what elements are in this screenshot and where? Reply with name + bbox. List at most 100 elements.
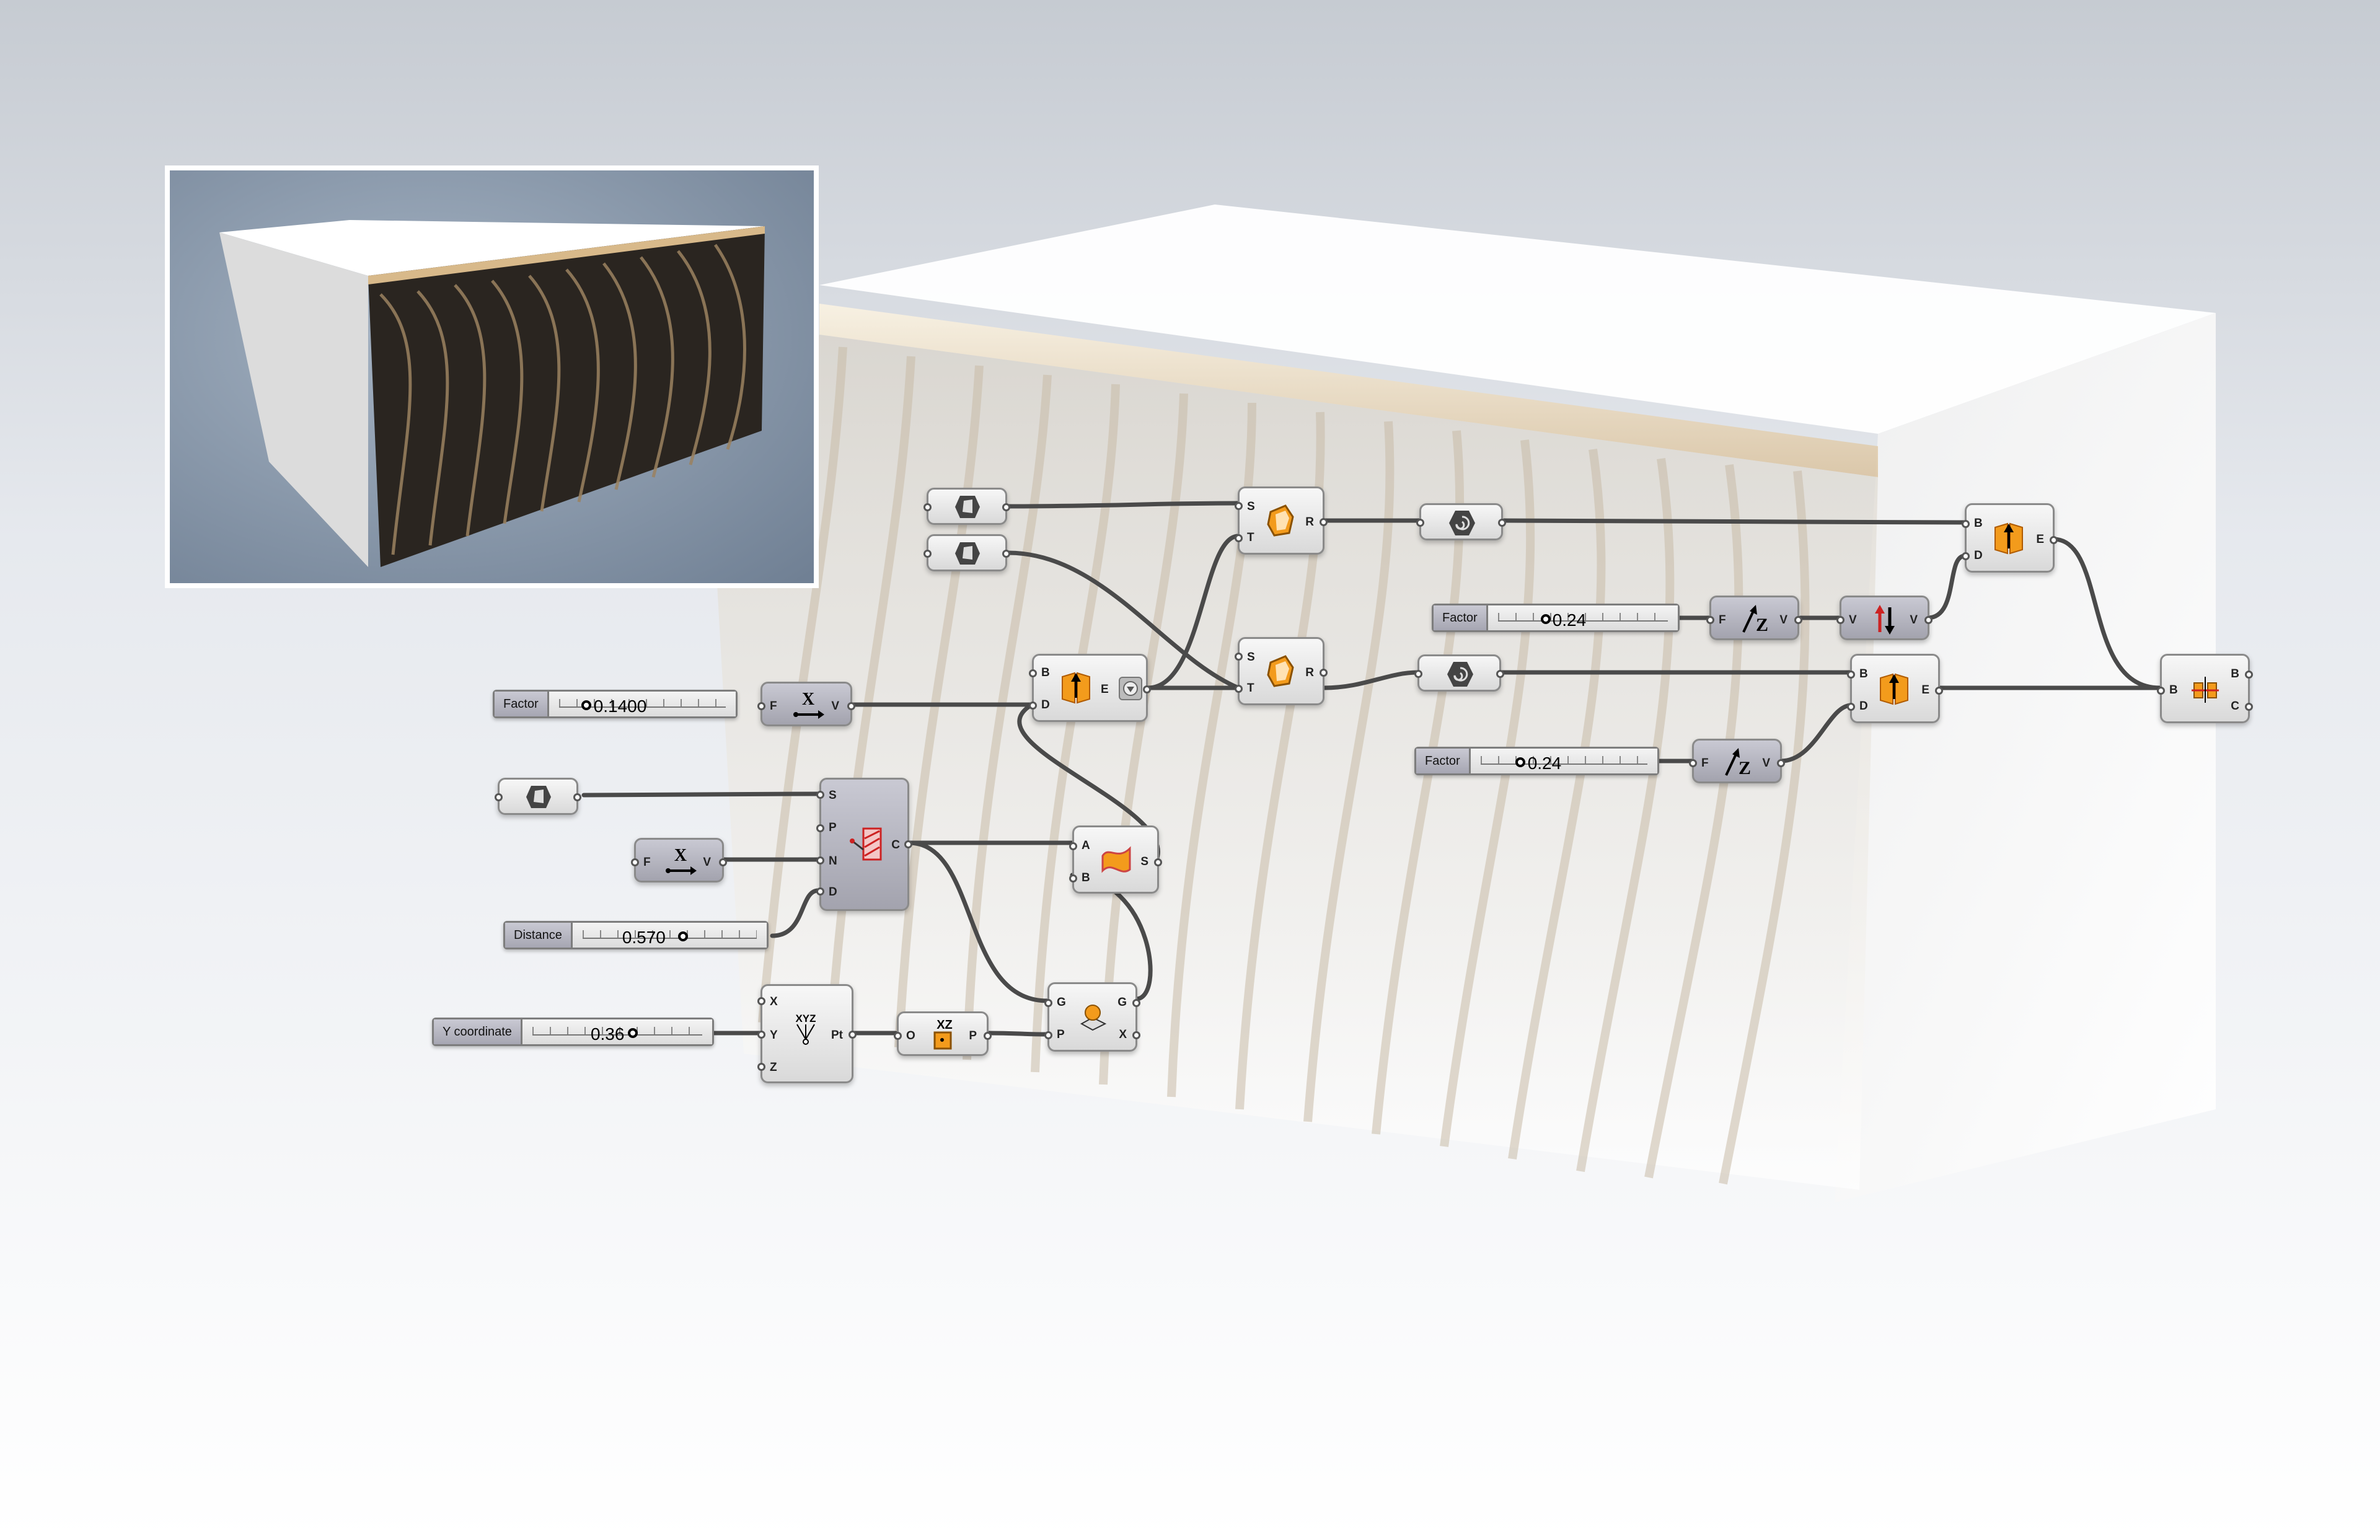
slider-track[interactable]: 0.24 xyxy=(1488,605,1678,630)
port-label: Pt xyxy=(831,1029,843,1042)
y-coordinate-slider[interactable]: Y coordinate 0.36 xyxy=(432,1018,714,1046)
surface-hex-icon xyxy=(1447,509,1477,537)
port-label: R xyxy=(1305,666,1314,679)
wire xyxy=(770,888,821,938)
wire xyxy=(1925,553,1967,620)
slider-label: Distance xyxy=(505,923,573,948)
port-label: B xyxy=(2231,667,2239,680)
wire xyxy=(581,791,821,798)
port-label: E xyxy=(1101,683,1109,696)
orient-component[interactable]: G P G X xyxy=(1044,982,1140,1052)
port-label: G xyxy=(1117,996,1127,1009)
brep-param-1[interactable] xyxy=(923,488,1010,525)
wire xyxy=(986,1031,1050,1037)
slider-knob[interactable] xyxy=(581,700,591,710)
port-label: V xyxy=(703,856,711,869)
port-label: S xyxy=(1247,651,1255,664)
port-label: F xyxy=(1719,614,1726,627)
port-label: E xyxy=(1921,684,1929,697)
unit-x-component-2[interactable]: F X V xyxy=(631,838,727,882)
solid-union-icon xyxy=(2188,671,2223,708)
contour-component[interactable]: S P N D C xyxy=(816,778,912,911)
port-label: P xyxy=(1057,1028,1065,1041)
distance-slider[interactable]: Distance 0.570 xyxy=(503,921,769,949)
xz-glyph: XZ xyxy=(937,1018,953,1032)
port-label: B xyxy=(1082,871,1090,884)
unit-x-icon: X xyxy=(790,687,827,724)
slider-knob[interactable] xyxy=(1540,614,1551,624)
contour-icon xyxy=(848,823,886,866)
slider-label: Factor xyxy=(1416,749,1471,773)
slider-track[interactable]: 0.24 xyxy=(1470,749,1657,773)
factor-slider-top[interactable]: Factor 0.24 xyxy=(1432,604,1680,632)
port-label: X xyxy=(770,995,778,1008)
surface-param-bottom[interactable] xyxy=(1414,654,1504,692)
brep-param-3[interactable] xyxy=(495,778,581,815)
xz-plane-component[interactable]: O XZ P xyxy=(894,1011,992,1056)
orient-icon xyxy=(1074,998,1111,1035)
extrude-icon xyxy=(1991,520,2026,557)
unit-z-component-top[interactable]: F Z V xyxy=(1706,596,1802,640)
slider-label: Factor xyxy=(495,692,549,716)
port-label: S xyxy=(829,789,837,802)
brep-icon xyxy=(953,541,982,566)
solid-union-component[interactable]: B B C xyxy=(2157,654,2253,723)
sweep-component-top[interactable]: S T R xyxy=(1235,486,1328,555)
inset-render-preview xyxy=(165,165,819,588)
slider-value: 0.24 xyxy=(1527,754,1562,773)
slider-knob[interactable] xyxy=(1515,757,1525,767)
port-label: C xyxy=(891,838,900,851)
unit-x-glyph: X xyxy=(674,846,687,865)
unit-z-glyph: Z xyxy=(1739,758,1751,778)
slider-track[interactable]: 0.570 xyxy=(572,923,767,948)
port-label: F xyxy=(770,700,777,713)
slider-track[interactable]: 0.36 xyxy=(522,1019,712,1044)
factor-slider-bottom[interactable]: Factor 0.24 xyxy=(1414,747,1659,775)
brep-param-2[interactable] xyxy=(923,534,1010,571)
extrude-component-top[interactable]: B D E xyxy=(1962,503,2058,573)
port-label: Z xyxy=(770,1061,777,1074)
sweep-icon xyxy=(1263,502,1298,539)
unit-z-component-bottom[interactable]: F Z V xyxy=(1689,739,1785,783)
port-label: S xyxy=(1140,855,1148,868)
port-label: D xyxy=(1974,549,1983,562)
extrude-component-left[interactable]: B D E xyxy=(1029,654,1151,722)
port-label: S xyxy=(1247,500,1255,513)
slider-knob[interactable] xyxy=(677,931,688,941)
port-label: O xyxy=(906,1029,915,1042)
expand-down-icon[interactable] xyxy=(1119,677,1142,700)
reverse-vector-component[interactable]: V V xyxy=(1836,596,1933,640)
loft-component[interactable]: A B S xyxy=(1069,825,1162,894)
wire xyxy=(1145,534,1241,690)
sweep-component-bottom[interactable]: S T R xyxy=(1235,637,1328,705)
loft-icon xyxy=(1098,841,1135,878)
port-label: V xyxy=(831,700,839,713)
construct-point-component[interactable]: X Y Z XYZ Pt xyxy=(757,984,857,1083)
slider-knob[interactable] xyxy=(627,1028,638,1038)
unit-z-glyph: Z xyxy=(1756,615,1768,635)
port-label: P xyxy=(829,821,837,834)
render-image xyxy=(219,220,765,567)
slider-value: 0.36 xyxy=(590,1024,625,1044)
sweep-icon xyxy=(1263,653,1298,690)
slider-track[interactable]: 0.1400 xyxy=(549,692,736,716)
surface-param-top[interactable] xyxy=(1416,503,1506,540)
brep-icon xyxy=(524,785,553,809)
unit-x-glyph: X xyxy=(802,690,814,709)
wire xyxy=(1005,550,1241,690)
factor-slider-x[interactable]: Factor 0.1400 xyxy=(493,690,738,718)
extrude-component-bottom[interactable]: B D E xyxy=(1847,654,1943,723)
port-label: P xyxy=(969,1029,977,1042)
port-label: A xyxy=(1082,839,1090,852)
wire xyxy=(1502,518,1967,525)
wire xyxy=(1070,873,1153,1001)
unit-x-icon: X xyxy=(662,843,699,881)
port-label: B xyxy=(1859,667,1868,680)
unit-x-component-1[interactable]: F X V xyxy=(757,682,855,726)
wire xyxy=(1321,670,1420,690)
point-xyz-icon: XYZ xyxy=(787,1011,824,1048)
port-label: B xyxy=(1974,517,1983,530)
extrude-icon xyxy=(1877,671,1911,708)
wire xyxy=(1005,501,1241,509)
